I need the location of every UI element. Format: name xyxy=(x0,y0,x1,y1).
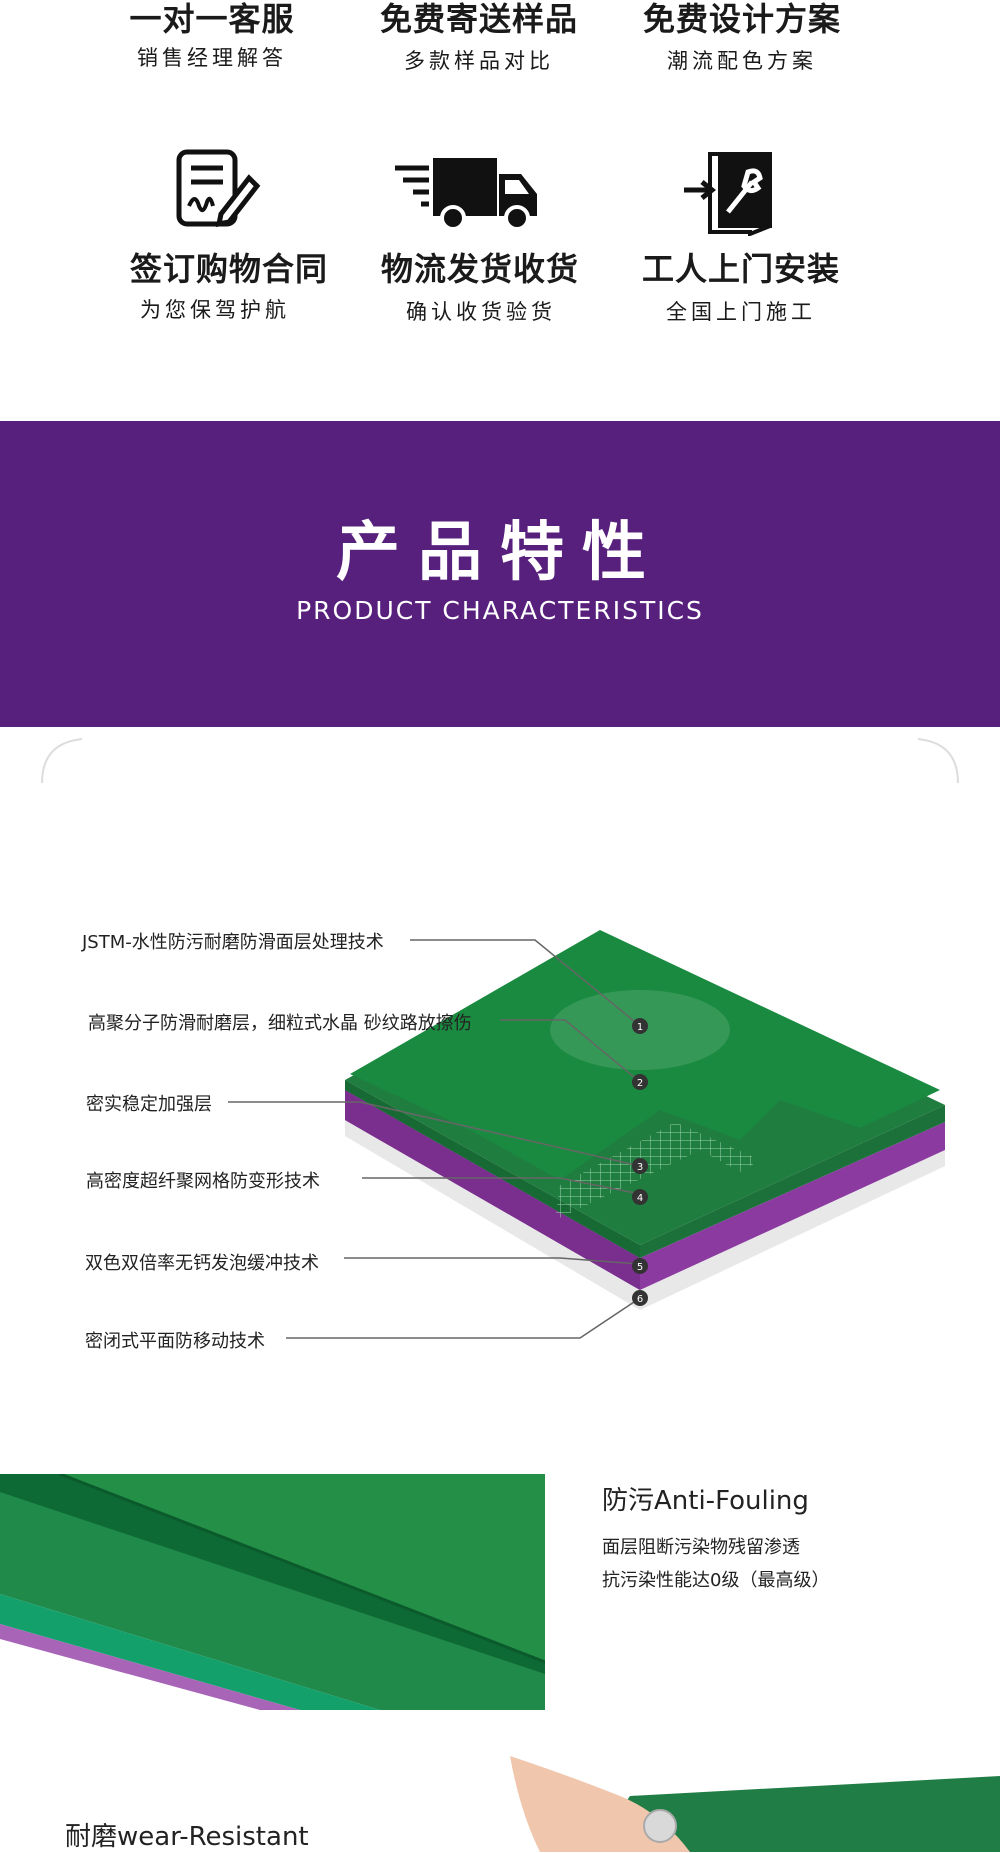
layer-label: 双色双倍率无钙发泡缓冲技术 xyxy=(85,1253,319,1274)
characteristics-banner: 产品特性 PRODUCT CHARACTERISTICS xyxy=(0,421,1000,727)
installation-door-icon xyxy=(684,152,772,236)
feature-title: 防污Anti-Fouling xyxy=(602,1486,809,1516)
layer-label: JSTM-水性防污耐磨防滑面层处理技术 xyxy=(82,932,384,953)
services-bottom-row: 签订购物合同 为您保驾护航 物流发货收货 确认收货验货 工人上门安装 全国上门施… xyxy=(0,140,1000,330)
layer-num-3: 3 xyxy=(637,1162,643,1173)
layer-label: 密实稳定加强层 xyxy=(86,1094,212,1115)
layer-num-6: 6 xyxy=(637,1294,643,1305)
base-layer-white xyxy=(345,1120,945,1310)
layer-num-5: 5 xyxy=(637,1262,643,1273)
service-title: 一对一客服 xyxy=(129,0,295,38)
service-subtitle: 多款样品对比 xyxy=(404,49,554,73)
service-subtitle: 为您保驾护航 xyxy=(140,298,290,322)
layer-label: 高聚分子防滑耐磨层，细粒式水晶 砂纹路放擦伤 xyxy=(88,1013,472,1034)
layer-num-1: 1 xyxy=(637,1022,643,1033)
service-title: 物流发货收货 xyxy=(380,250,579,288)
delivery-truck-icon xyxy=(395,158,537,231)
service-subtitle: 确认收货验货 xyxy=(406,300,556,324)
layer-label: 密闭式平面防移动技术 xyxy=(85,1331,265,1352)
wear-sample-image xyxy=(510,1756,1000,1852)
service-title: 免费寄送样品 xyxy=(379,0,578,38)
floor-sample-image xyxy=(0,1474,545,1710)
contract-icon xyxy=(176,149,261,228)
banner-subtitle: PRODUCT CHARACTERISTICS xyxy=(296,596,704,625)
service-subtitle: 潮流配色方案 xyxy=(667,49,817,73)
service-subtitle: 销售经理解答 xyxy=(137,46,287,70)
feature-title: 耐磨wear-Resistant xyxy=(65,1822,309,1852)
purple-foam-layer xyxy=(345,1090,945,1290)
service-title: 免费设计方案 xyxy=(642,0,841,38)
decorative-arc xyxy=(41,738,959,784)
top-surface-layer xyxy=(350,930,940,1180)
banner-title: 产品特性 xyxy=(336,516,664,590)
service-title: 工人上门安装 xyxy=(641,250,840,288)
service-subtitle: 全国上门施工 xyxy=(666,300,816,324)
layer-label: 高密度超纤聚网格防变形技术 xyxy=(86,1171,320,1192)
mesh-layer xyxy=(555,1122,760,1220)
layer-num-4: 4 xyxy=(637,1193,643,1204)
feature-text: 面层阻断污染物残留渗透 xyxy=(602,1537,800,1558)
services-top-row: 一对一客服 销售经理解答 免费寄送样品 多款样品对比 免费设计方案 潮流配色方案 xyxy=(0,0,1000,80)
floor-layer-diagram: 1 2 3 4 5 6 xyxy=(228,930,945,1339)
feature-text: 抗污染性能达0级（最高级） xyxy=(602,1570,830,1591)
layer-num-2: 2 xyxy=(637,1078,643,1089)
service-title: 签订购物合同 xyxy=(129,250,328,288)
